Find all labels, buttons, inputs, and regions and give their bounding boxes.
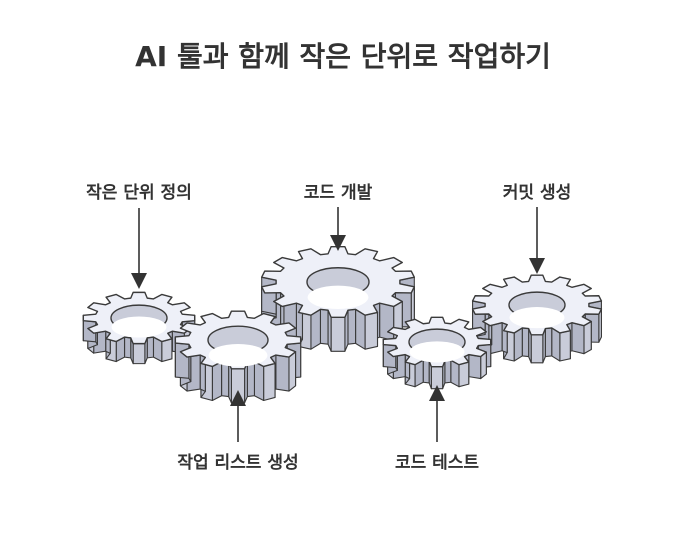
label-task-list: 작업 리스트 생성 [177, 453, 298, 473]
gear-code-development [260, 246, 416, 352]
page-title: AI 툴과 함께 작은 단위로 작업하기 [135, 40, 551, 73]
gear-define-small-units [82, 291, 196, 365]
label-commit: 커밋 생성 [503, 183, 571, 203]
label-code-dev: 코드 개발 [304, 183, 373, 203]
label-define-units: 작은 단위 정의 [86, 183, 192, 203]
label-code-test: 코드 테스트 [395, 453, 479, 473]
gear-code-test [382, 316, 492, 390]
gear-task-list [174, 310, 302, 404]
gear-commit-creation [471, 274, 603, 364]
